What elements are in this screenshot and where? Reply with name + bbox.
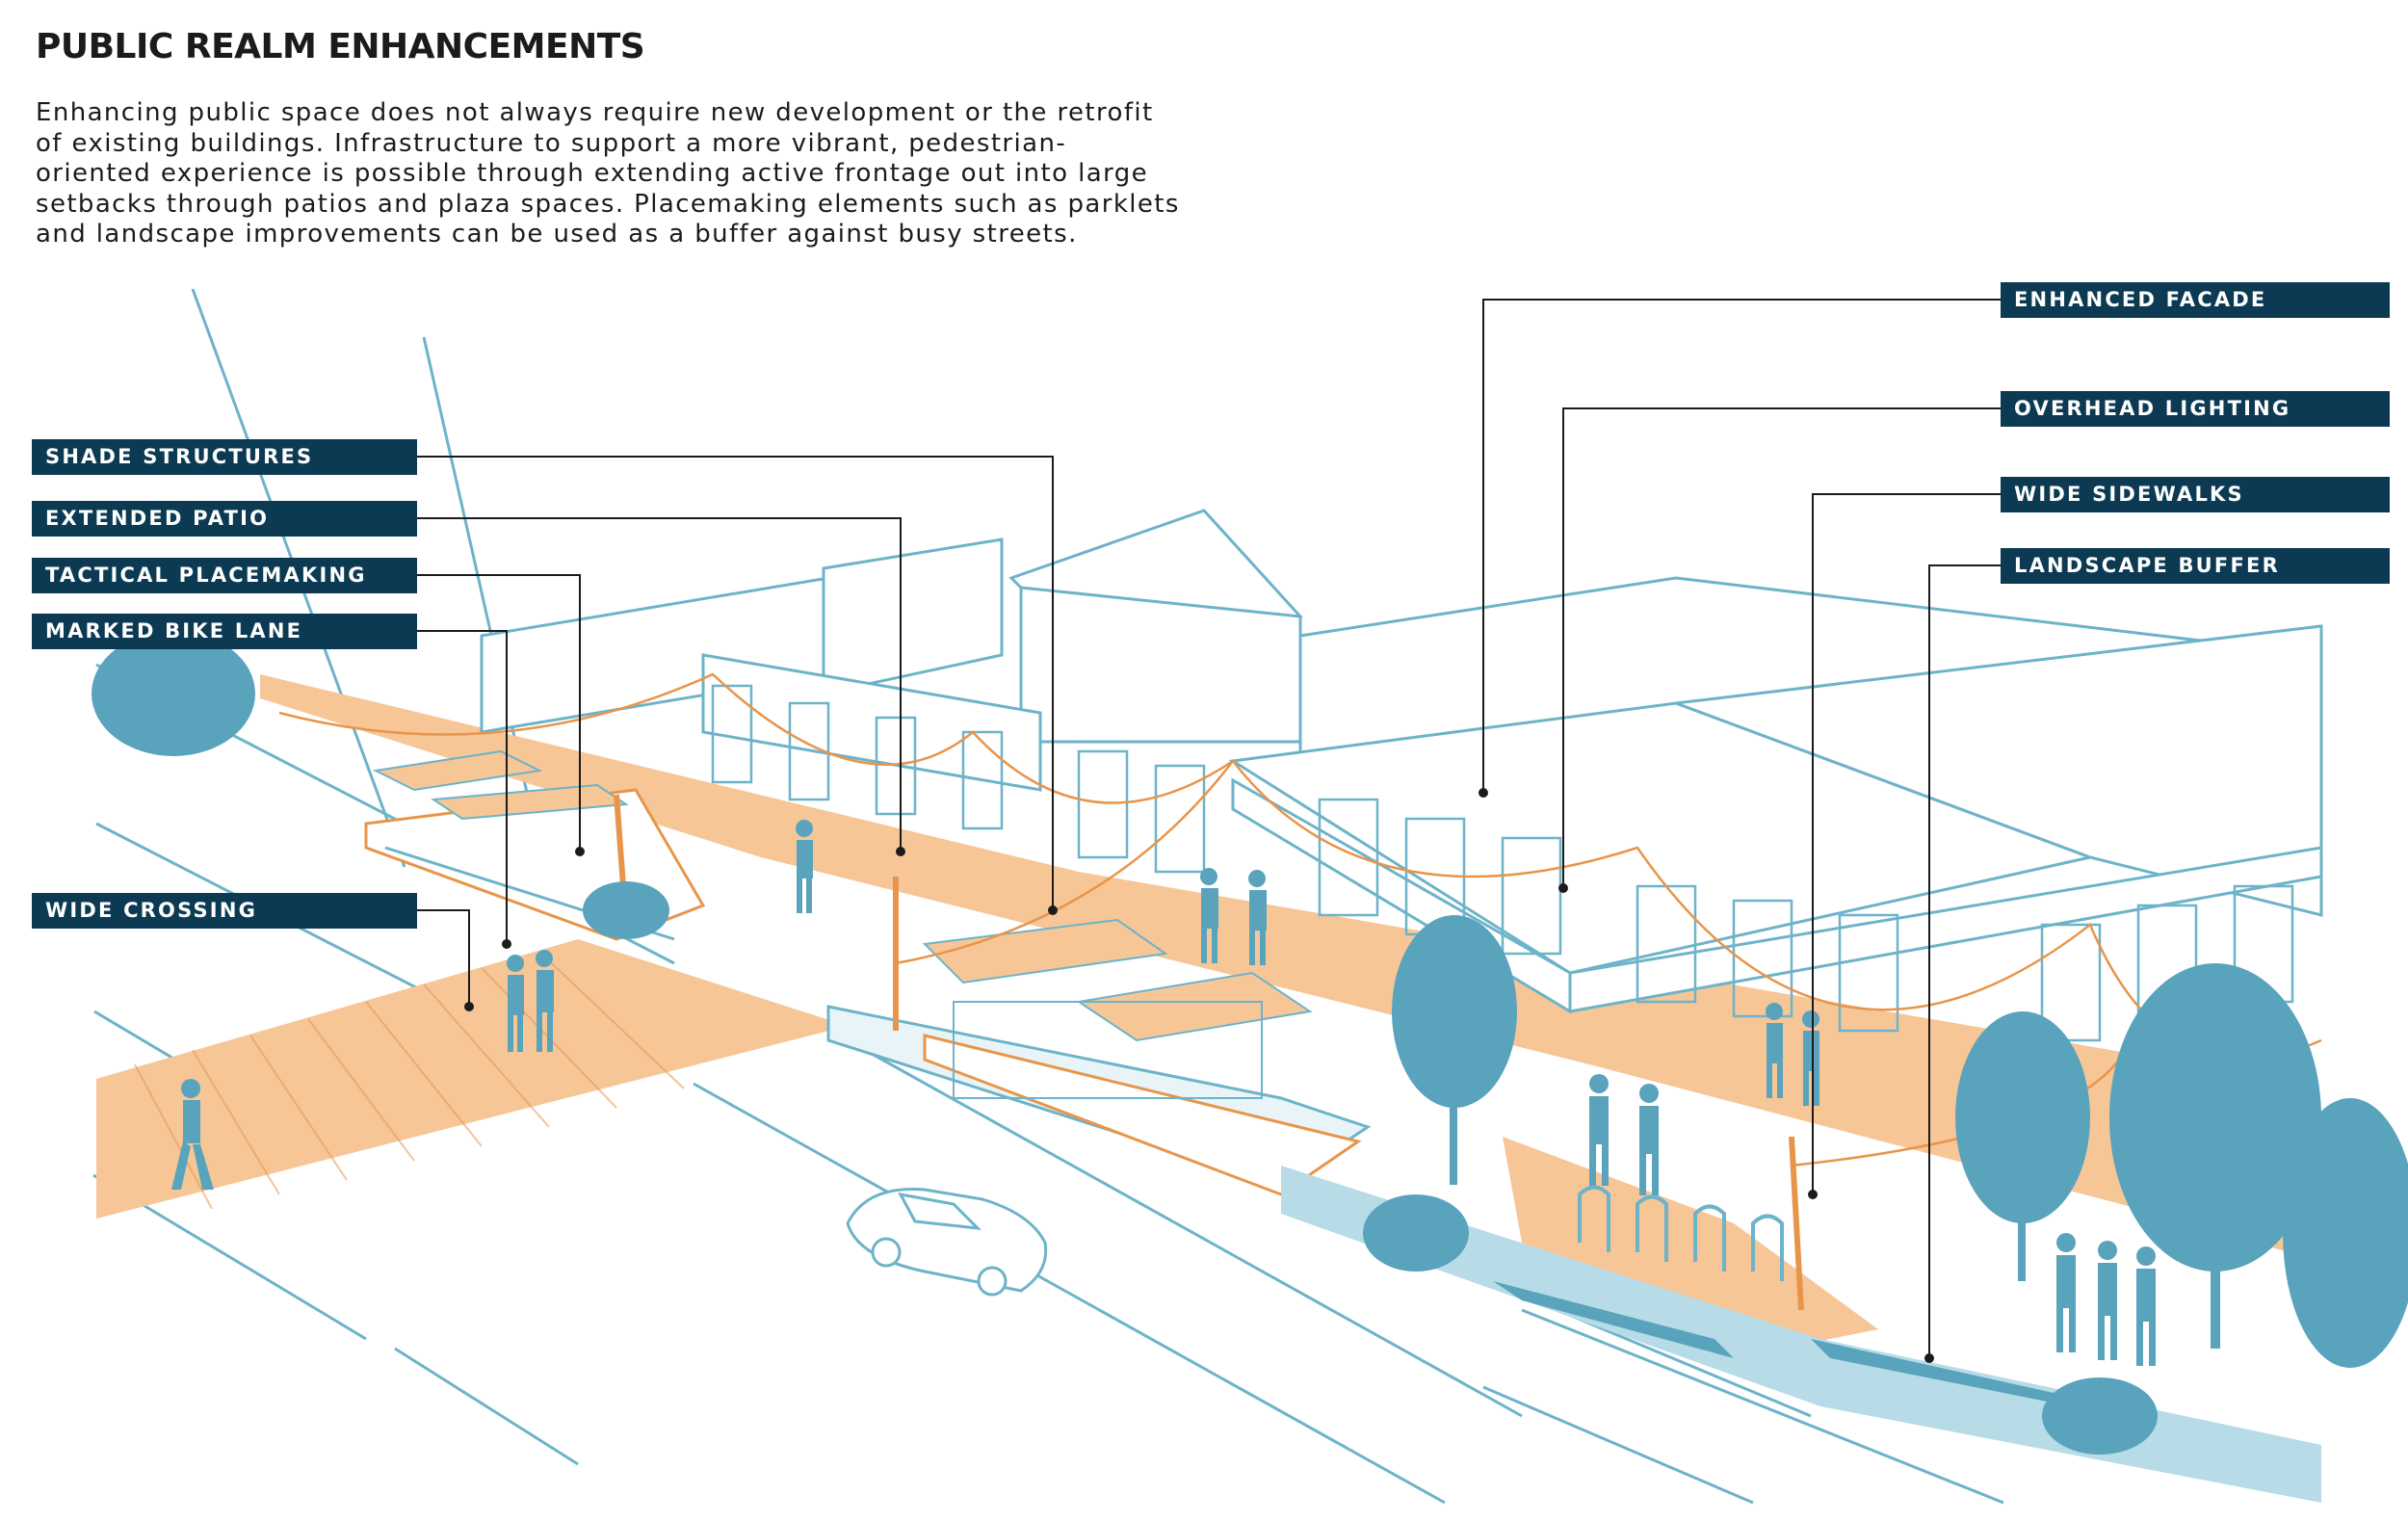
callout-extended-patio: EXTENDED PATIO — [32, 501, 417, 537]
parklet-right — [826, 918, 1372, 1196]
road-linework — [92, 288, 2004, 1505]
callout-landscape-buffer: LANDSCAPE BUFFER — [2001, 548, 2390, 584]
bike-racks — [1578, 1185, 1784, 1281]
page-title: PUBLIC REALM ENHANCEMENTS — [36, 27, 645, 66]
callout-shade-structures: SHADE STRUCTURES — [32, 439, 417, 475]
car — [846, 1187, 1048, 1297]
intro-paragraph: Enhancing public space does not always r… — [36, 98, 1288, 250]
callout-enhanced-facade: ENHANCED FACADE — [2001, 282, 2390, 318]
intro-line: of existing buildings. Infrastructure to… — [36, 128, 1067, 158]
trees — [92, 631, 2408, 1455]
wide-sidewalk-band — [260, 674, 2321, 1262]
callout-wide-sidewalks: WIDE SIDEWALKS — [2001, 477, 2390, 512]
intro-line: Enhancing public space does not always r… — [36, 98, 1154, 127]
pedestrian-figures — [171, 820, 2156, 1366]
callout-tactical-placemaking: TACTICAL PLACEMAKING — [32, 558, 417, 593]
intro-line: and landscape improvements can be used a… — [36, 220, 1078, 249]
callout-leader-lines — [417, 299, 2001, 1358]
intro-line: setbacks through patios and plaza spaces… — [36, 189, 1180, 219]
callout-leader-dots — [464, 788, 1934, 1363]
intro-line: oriented experience is possible through … — [36, 159, 1149, 188]
extended-patio-band — [1503, 1137, 1878, 1349]
callout-overhead-lighting: OVERHEAD LIGHTING — [2001, 391, 2390, 427]
callout-wide-crossing: WIDE CROSSING — [32, 893, 417, 929]
callout-marked-bike-lane: MARKED BIKE LANE — [32, 614, 417, 649]
